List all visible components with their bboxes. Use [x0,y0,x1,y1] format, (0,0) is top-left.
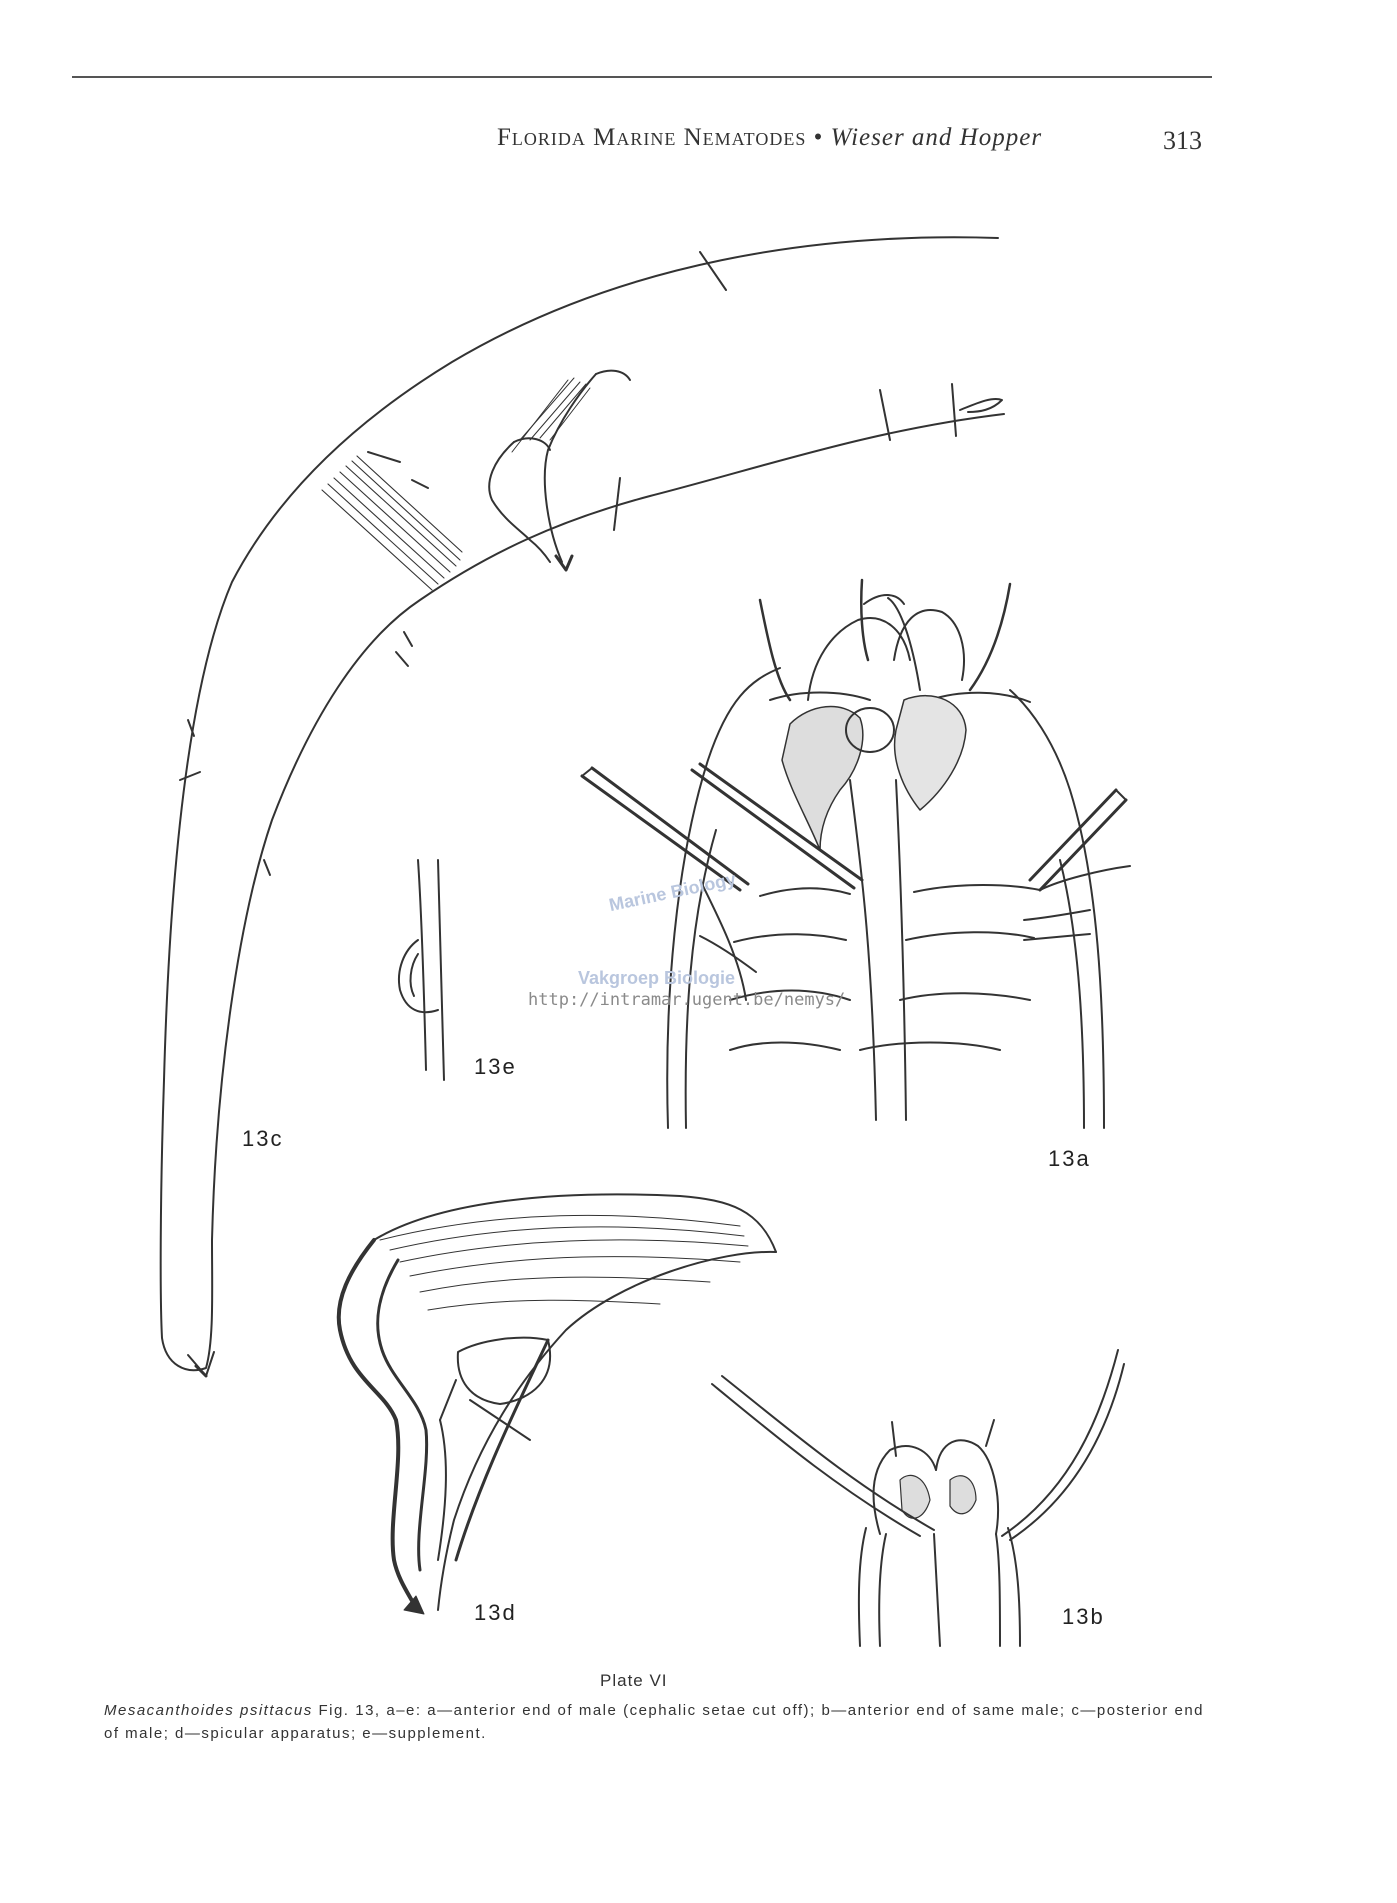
running-title: Florida Marine Nematodes [497,124,807,151]
figure-13d-drawing [336,1193,777,1615]
figure-label-13b: 13b [1062,1604,1105,1629]
header-rule [72,76,1212,78]
figure-13a-drawing [580,578,1131,1129]
figure-13c-drawing [159,236,1005,1378]
figure-13e-drawing [398,859,445,1081]
header-separator: • [813,124,824,151]
caption-species: Mesacanthoides psittacus [104,1702,313,1719]
plate-title: Plate VI [600,1671,668,1690]
figure-label-13d: 13d [474,1600,517,1625]
plate-caption: Mesacanthoides psittacus Fig. 13, a–e: a… [104,1699,1204,1745]
figure-13b-drawing [711,1349,1125,1647]
running-header: Florida Marine Nematodes • Wieser and Ho… [497,124,1117,152]
caption-text: Fig. 13, a–e: a—anterior end of male (ce… [104,1702,1204,1742]
page-number: 313 [1163,126,1202,155]
figure-label-13c: 13c [242,1126,284,1151]
watermark-url: http://intramar.ugent.be/nemys/ [528,990,846,1010]
figure-label-13e: 13e [474,1054,517,1079]
watermark-line2: Vakgroep Biologie [578,968,736,988]
running-authors: Wieser and Hopper [830,124,1043,151]
figure-label-13a: 13a [1048,1146,1091,1171]
